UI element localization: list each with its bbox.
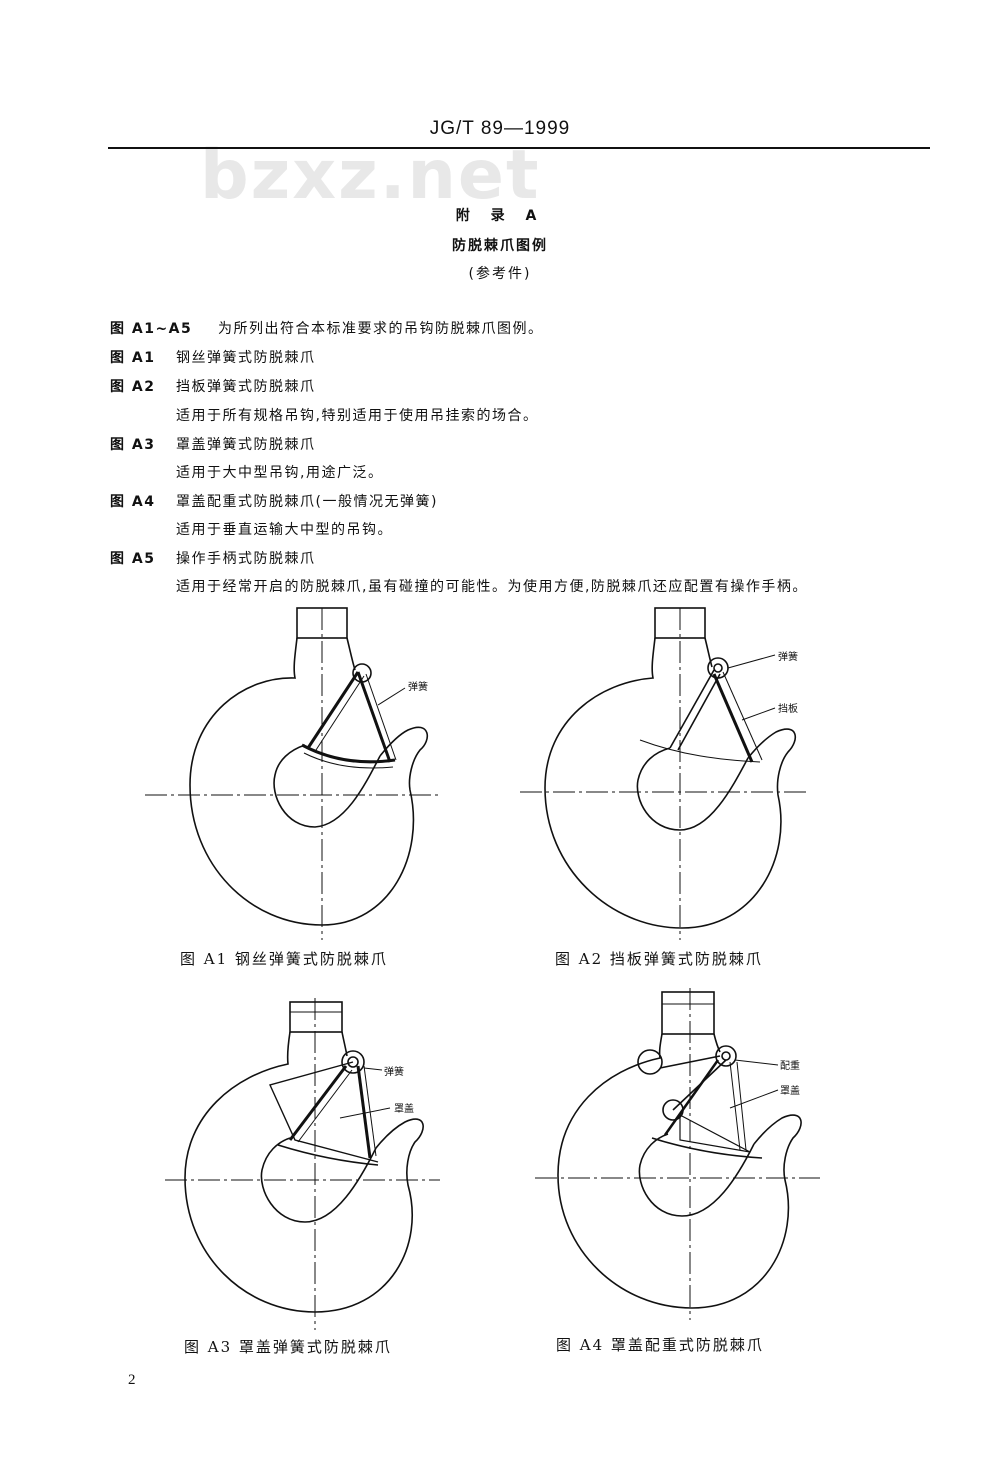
figure-a3-caption: 图 A3 罩盖弹簧式防脱棘爪 [184, 1338, 392, 1356]
item-label: 图 A1~A5 [110, 321, 193, 337]
figure-a1-hook-drawing: 弹簧 [145, 607, 450, 940]
header-rule [108, 147, 930, 149]
cover-label: 罩盖 [780, 1084, 800, 1097]
item-text: 挡板弹簧式防脱棘爪 [176, 379, 316, 395]
item-text: 适用于经常开启的防脱棘爪,虽有碰撞的可能性。为使用方便,防脱棘爪还应配置有操作手… [176, 579, 808, 595]
baffle-plate-label: 挡板 [778, 702, 798, 715]
item-label: 图 A1 [110, 350, 156, 366]
item-label: 图 A2 [110, 379, 156, 395]
item-text: 钢丝弹簧式防脱棘爪 [176, 350, 316, 366]
item-label: 图 A5 [110, 551, 156, 567]
watermark: bzxz.net [200, 136, 541, 215]
standard-code-header: JG/T 89—1999 [429, 118, 571, 139]
figure-a2-caption: 图 A2 挡板弹簧式防脱棘爪 [555, 950, 763, 968]
appendix-subtitle: 防脱棘爪图例 [452, 238, 548, 254]
item-text: 罩盖配重式防脱棘爪(一般情况无弹簧) [176, 494, 438, 510]
appendix-note: (参考件) [468, 266, 532, 282]
figure-a4-hook-drawing: 配重 罩盖 [530, 988, 830, 1320]
figure-a1-caption: 图 A1 钢丝弹簧式防脱棘爪 [180, 950, 388, 968]
figure-a2-hook-drawing: 弹簧 挡板 [520, 607, 820, 940]
page-number: 2 [128, 1372, 136, 1388]
item-text: 适用于垂直运输大中型的吊钩。 [176, 522, 393, 538]
counterweight-label: 配重 [780, 1059, 800, 1072]
spring-label: 弹簧 [384, 1065, 404, 1078]
item-text: 为所列出符合本标准要求的吊钩防脱棘爪图例。 [218, 321, 544, 337]
spring-label: 弹簧 [408, 680, 428, 693]
item-text: 罩盖弹簧式防脱棘爪 [176, 437, 316, 453]
figure-a4-caption: 图 A4 罩盖配重式防脱棘爪 [556, 1336, 764, 1354]
spring-label: 弹簧 [778, 650, 798, 663]
item-text: 适用于所有规格吊钩,特别适用于使用吊挂索的场合。 [176, 408, 539, 424]
appendix-title: 附 录 A [455, 208, 545, 224]
cover-label: 罩盖 [394, 1102, 414, 1115]
item-text: 适用于大中型吊钩,用途广泛。 [176, 465, 384, 481]
item-text: 操作手柄式防脱棘爪 [176, 551, 316, 567]
item-label: 图 A4 [110, 494, 156, 510]
figure-a3-hook-drawing: 弹簧 罩盖 [150, 998, 450, 1330]
item-label: 图 A3 [110, 437, 156, 453]
